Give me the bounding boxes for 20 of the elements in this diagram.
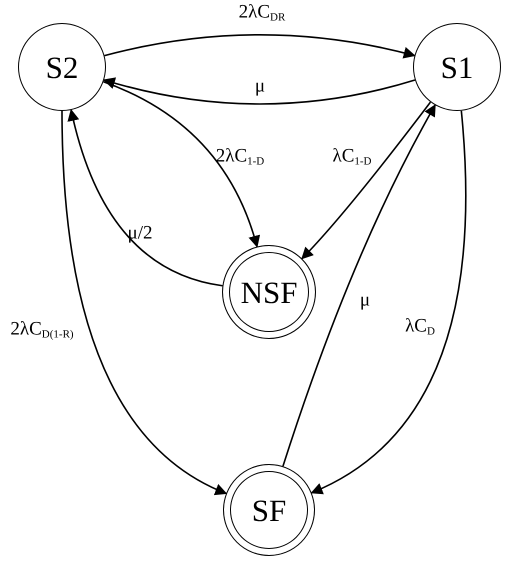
arrow — [68, 108, 223, 287]
edge-label: λC$_{D}$ — [405, 316, 435, 338]
edge-label: μ — [360, 290, 370, 310]
arrow — [61, 110, 228, 494]
state-label: S1 — [440, 52, 474, 82]
state-label: SF — [252, 494, 286, 526]
edge-label: λC$_{1-D}$ — [332, 146, 372, 168]
state-label: S2 — [46, 52, 78, 82]
arrow — [103, 81, 260, 248]
edge-label: μ/2 — [128, 224, 152, 242]
arrow — [102, 77, 416, 105]
arrow — [282, 104, 436, 466]
edge-label: 2λC$_{DR}$ — [238, 2, 286, 24]
arrow — [301, 102, 432, 260]
edge-label: 2λC$_{1-D}$ — [216, 146, 264, 168]
state-label: NSF — [240, 276, 298, 308]
edge-label: μ — [254, 76, 266, 96]
edge-label: 2λC$_{D(1-R)}$ — [10, 320, 74, 340]
arrow — [310, 110, 466, 494]
arrow — [104, 34, 416, 59]
